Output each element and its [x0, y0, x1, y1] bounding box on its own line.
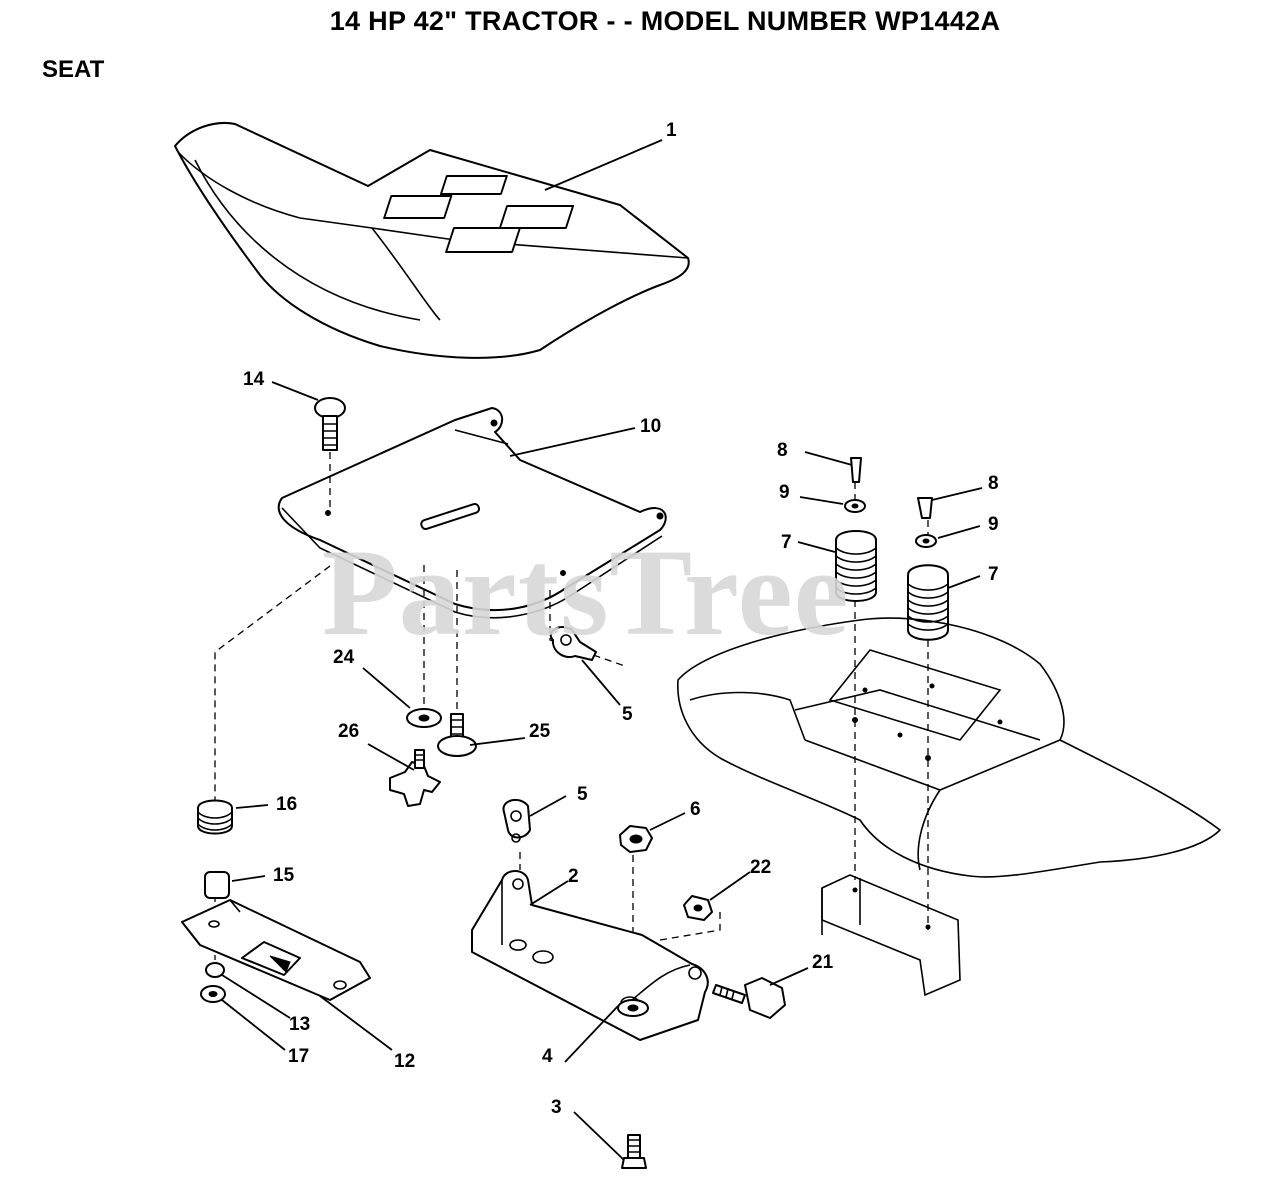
callout-12[interactable]: 12: [394, 1051, 416, 1072]
spring-part-16[interactable]: [197, 799, 233, 835]
callout-26[interactable]: 26: [338, 721, 360, 742]
callout-7-left[interactable]: 7: [781, 532, 792, 553]
nut-part-22[interactable]: [683, 895, 713, 921]
callout-13[interactable]: 13: [289, 1014, 311, 1035]
callout-1[interactable]: 1: [666, 120, 677, 141]
callout-4[interactable]: 4: [542, 1046, 553, 1067]
callout-15[interactable]: 15: [273, 865, 295, 886]
washer-part-9-left[interactable]: [844, 499, 866, 513]
hex-bolt-part-21[interactable]: [712, 977, 786, 1019]
callout-9-left[interactable]: 9: [779, 482, 790, 503]
callout-7-right[interactable]: 7: [988, 564, 999, 585]
watermark: PartsTree: [322, 524, 850, 661]
carriage-bolt-part-14[interactable]: [314, 397, 346, 451]
clip-part-5-upper[interactable]: [549, 626, 597, 661]
section-label: SEAT: [42, 56, 105, 83]
callout-3[interactable]: 3: [551, 1097, 562, 1118]
clip-part-5-lower[interactable]: [502, 798, 531, 843]
hex-nut-part-6[interactable]: [619, 825, 653, 853]
washer-part-9-right[interactable]: [915, 534, 937, 548]
callout-25[interactable]: 25: [529, 721, 551, 742]
bracket-part-2[interactable]: [471, 870, 709, 1041]
callout-14[interactable]: 14: [243, 369, 265, 390]
callout-9-right[interactable]: 9: [988, 514, 999, 535]
spring-part-7-right[interactable]: [907, 564, 949, 641]
callout-8-right[interactable]: 8: [988, 473, 999, 494]
seat-part-1[interactable]: [174, 122, 690, 359]
screw-part-8-left[interactable]: [850, 457, 862, 483]
callout-8-left[interactable]: 8: [777, 440, 788, 461]
bolt-part-3[interactable]: [621, 1134, 647, 1169]
callout-5-lower[interactable]: 5: [577, 784, 588, 805]
screw-part-8-right[interactable]: [917, 497, 933, 519]
seat-pan-part-10[interactable]: [277, 407, 667, 619]
spacer-part-15[interactable]: [204, 871, 230, 899]
callout-6[interactable]: 6: [690, 799, 701, 820]
callout-22[interactable]: 22: [750, 857, 772, 878]
washer-part-17[interactable]: [200, 985, 226, 1003]
spring-part-7-left[interactable]: [835, 530, 877, 602]
bolt-part-25[interactable]: [437, 713, 477, 757]
callout-24[interactable]: 24: [333, 647, 355, 668]
callout-21[interactable]: 21: [812, 952, 834, 973]
tractor-fender: [677, 617, 1222, 878]
washer-part-4[interactable]: [617, 999, 649, 1017]
callout-10[interactable]: 10: [640, 416, 662, 437]
washer-part-24[interactable]: [406, 708, 442, 728]
plate-part-12[interactable]: [181, 899, 371, 1001]
seat-support-frame: [821, 874, 961, 997]
page-title: 14 HP 42" TRACTOR - - MODEL NUMBER WP144…: [329, 6, 1001, 36]
callout-2[interactable]: 2: [568, 866, 579, 887]
callout-17[interactable]: 17: [288, 1046, 310, 1067]
nut-part-13[interactable]: [205, 962, 225, 978]
knob-part-26[interactable]: [389, 749, 441, 807]
callout-5-upper[interactable]: 5: [622, 704, 633, 725]
callout-16[interactable]: 16: [276, 794, 298, 815]
